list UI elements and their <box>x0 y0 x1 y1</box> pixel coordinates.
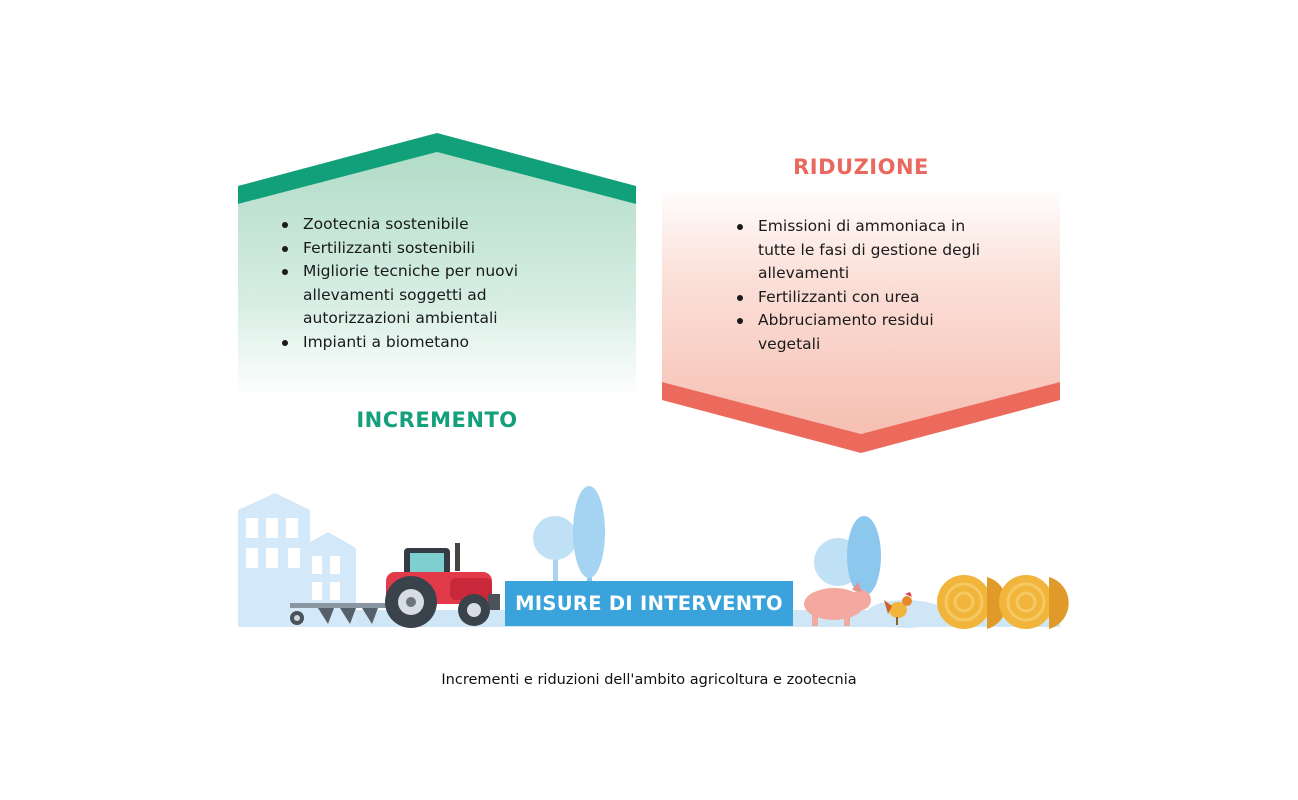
reduction-panel-fill <box>662 186 1060 434</box>
reduction-title: RIDUZIONE <box>793 155 929 179</box>
list-item: Abbruciamento residui vegetali <box>735 309 1000 356</box>
list-item: Impianti a biometano <box>280 331 560 355</box>
list-item: Fertilizzanti con urea <box>735 286 1000 310</box>
list-item: Fertilizzanti sostenibili <box>280 237 560 261</box>
increment-title: INCREMENTO <box>356 408 518 432</box>
measures-banner: MISURE DI INTERVENTO <box>505 581 793 626</box>
reduction-list: Emissioni di ammoniaca in tutte le fasi … <box>735 215 1000 356</box>
trees-illustration <box>533 486 605 582</box>
increment-list: Zootecnia sostenibile Fertilizzanti sost… <box>280 213 560 354</box>
list-item: Zootecnia sostenibile <box>280 213 560 237</box>
increment-panel <box>238 133 636 398</box>
reduction-panel <box>662 186 1060 453</box>
figure-caption: Incrementi e riduzioni dell'ambito agric… <box>441 672 857 688</box>
reduction-chevron <box>662 382 1060 453</box>
list-item: Migliorie tecniche per nuovi allevamenti… <box>280 260 560 331</box>
rooster-illustration <box>884 592 912 625</box>
tractor-illustration <box>385 543 500 628</box>
increment-roof <box>238 133 636 204</box>
hay-bales-illustration <box>937 575 1069 629</box>
plough-illustration <box>290 603 390 625</box>
list-item: Emissioni di ammoniaca in tutte le fasi … <box>735 215 1000 286</box>
increment-panel-fill <box>238 152 636 398</box>
pig-illustration <box>804 582 871 626</box>
